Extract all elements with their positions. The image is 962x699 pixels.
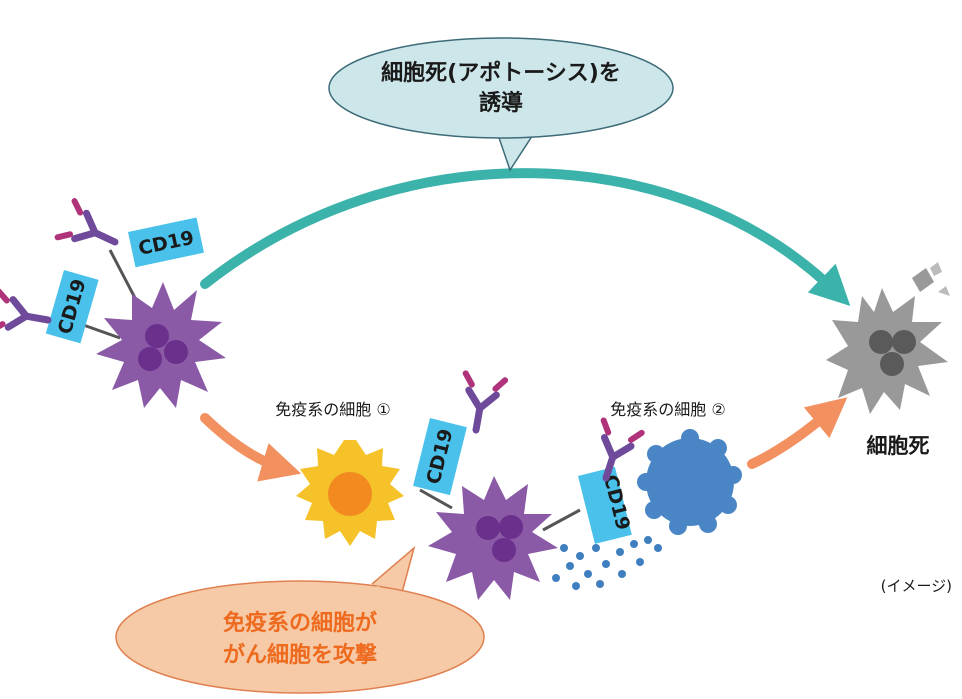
apoptosis-bubble-line2: 誘導 [479,90,523,116]
y-shaped-antibody-icon [456,373,505,433]
immune-attack-bubble: 免疫系の細胞が がん細胞を攻撃 [115,545,485,694]
y-shaped-antibody-icon [58,201,124,260]
cancer-cell-main: CD19 CD19 [0,201,226,408]
cytotoxic-granules [552,536,662,590]
image-note: (イメージ) [881,577,952,595]
y-shaped-antibody-icon [0,291,51,340]
cell-death-label: 細胞死 [867,434,930,458]
wavy-immune-cell-icon [637,429,742,535]
immune-cell-1-label: 免疫系の細胞 ① [275,400,390,419]
apoptosis-bubble: 細胞死(アポトーシス)を 誘導 [328,37,674,172]
teal-arrow [200,168,851,306]
cancer-cell-target: CD19 CD19 [413,373,642,600]
immune-attack-bubble-line2: がん細胞を攻撃 [223,642,377,668]
immune-attack-bubble-line1: 免疫系の細胞が [223,610,377,636]
sun-shaped-immune-cell-icon [296,440,404,546]
orange-arrow-1 [200,413,302,482]
immune-cell-2-label: 免疫系の細胞 ② [610,400,725,419]
apoptosis-bubble-line1: 細胞死(アポトーシス)を [381,60,621,86]
dead-cell [826,262,950,414]
orange-arrow-2 [747,397,848,469]
